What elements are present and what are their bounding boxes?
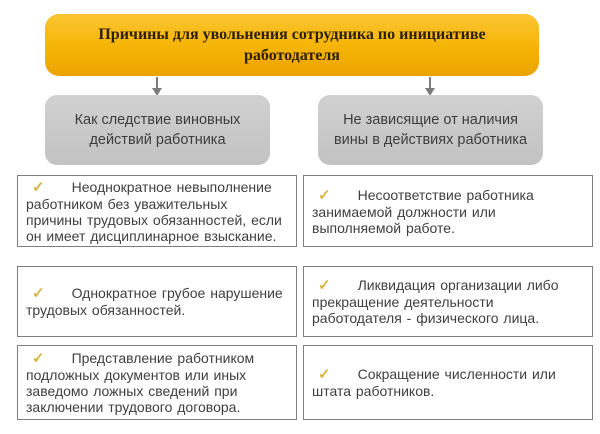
item-box: ✓Представление работником подложных доку… (17, 345, 297, 420)
item-box: ✓Несоответствие работника занимаемой дол… (303, 175, 593, 247)
item-box: ✓Сокращение численности или штата работн… (303, 345, 593, 420)
item-text: Представление работником подложных докум… (26, 350, 255, 415)
item-text: Однократное грубое нарушение трудовых об… (26, 285, 283, 318)
check-icon: ✓ (318, 277, 331, 294)
item-box: ✓Однократное грубое нарушение трудовых о… (17, 266, 297, 337)
branch-label: Не зависящие от наличия вины в действиях… (333, 112, 528, 148)
arrow-down-icon (152, 77, 162, 96)
header-title: Причины для увольнения сотрудника по ини… (98, 26, 486, 64)
branch-box-no-guilt: Не зависящие от наличия вины в действиях… (318, 95, 543, 165)
check-icon: ✓ (32, 178, 45, 196)
item-box: ✓Неоднократное невыполнение работником б… (17, 175, 297, 247)
item-text: Ликвидация организации либо прекращение … (312, 277, 559, 326)
arrow-down-icon (425, 77, 435, 96)
check-icon: ✓ (32, 285, 45, 302)
item-text: Несоответствие работника занимаемой долж… (312, 186, 534, 236)
header-box: Причины для увольнения сотрудника по ини… (45, 14, 539, 76)
branch-box-guilty-actions: Как следствие виновных действий работник… (45, 95, 270, 165)
item-text: Неоднократное невыполнение работником бе… (26, 178, 282, 244)
check-icon: ✓ (32, 350, 45, 367)
check-icon: ✓ (318, 186, 331, 204)
item-box: ✓Ликвидация организации либо прекращение… (303, 266, 593, 337)
branch-label: Как следствие виновных действий работник… (74, 112, 241, 148)
check-icon: ✓ (318, 366, 331, 383)
item-text: Сокращение численности или штата работни… (312, 366, 556, 399)
